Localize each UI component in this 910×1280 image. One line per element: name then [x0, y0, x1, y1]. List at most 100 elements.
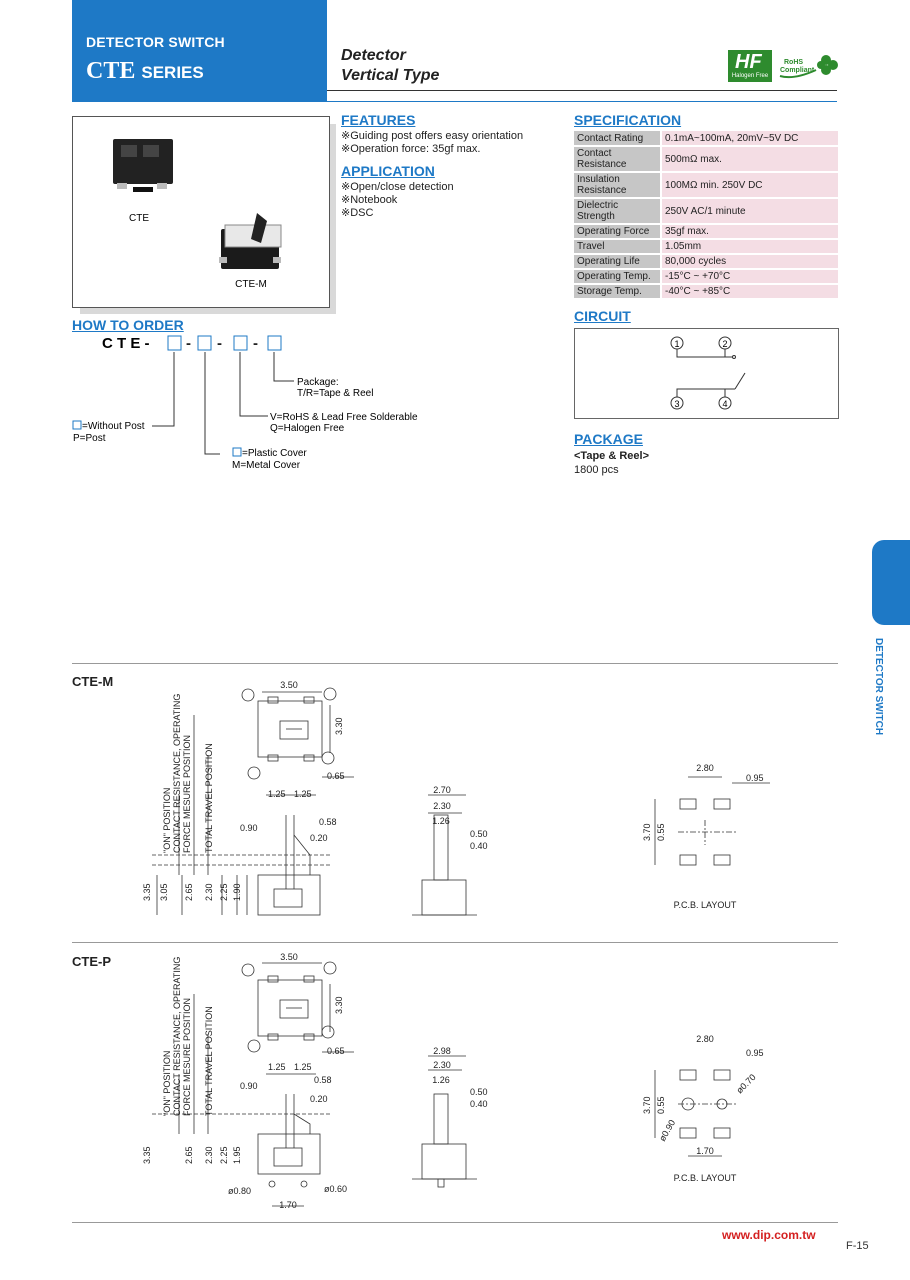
dim-label: 2.65: [184, 1146, 194, 1164]
dim-label: 3.70: [642, 823, 652, 841]
product-subtitle: Detector Vertical Type: [341, 46, 439, 86]
spec-key: Dielectric Strength: [574, 198, 662, 225]
pcb-layout-label: P.C.B. LAYOUT: [674, 900, 737, 910]
dim-label: 0.90: [240, 823, 258, 833]
spec-key: Operating Life: [574, 254, 662, 270]
feature-item: ※Guiding post offers easy orientation: [341, 130, 524, 142]
dim-label: 3.35: [142, 1146, 152, 1164]
dim-label: 1.26: [432, 816, 450, 826]
application-item: ※DSC: [341, 207, 374, 219]
features-heading: FEATURES: [341, 112, 416, 128]
spec-value: 100MΩ min. 250V DC: [661, 172, 838, 199]
dim-label: 3.70: [642, 1096, 652, 1114]
dim-label: FORCE MESURE POSITION: [182, 735, 192, 853]
order-cover-2: M=Metal Cover: [232, 460, 301, 471]
dim-label: TOTAL TRAVEL POSITION: [204, 1006, 214, 1116]
dim-label: 0.95: [746, 1048, 764, 1058]
dim-label: 1.25: [294, 1062, 312, 1072]
series-word: SERIES: [141, 63, 204, 82]
dim-label: FORCE MESURE POSITION: [182, 998, 192, 1116]
dim-label: TOTAL TRAVEL POSITION: [204, 743, 214, 853]
order-post-2: P=Post: [73, 433, 106, 444]
halogen-free-logo: HF Halogen Free: [728, 50, 772, 82]
cte-m-title: CTE-M: [72, 674, 113, 689]
spec-value: 35gf max.: [661, 224, 838, 240]
rohs-logo: RoHS Compliant: [776, 50, 838, 82]
spec-key: Insulation Resistance: [574, 172, 662, 199]
dim-label: 0.58: [314, 1075, 332, 1085]
divider: [72, 1222, 838, 1223]
cte-p-drawing: CTE-P: [72, 944, 838, 1220]
dim-label: 0.50: [470, 829, 488, 839]
dim-label: 1.90: [232, 883, 242, 901]
circuit-pin-3: 3: [674, 399, 679, 409]
dim-label: 0.50: [470, 1087, 488, 1097]
features-list: ※Guiding post offers easy orientation ※O…: [341, 130, 523, 156]
package-type: <Tape & Reel>: [574, 450, 649, 462]
spec-key: Travel: [574, 239, 662, 255]
spec-row: Storage Temp.-40°C ~ +85°C: [574, 284, 838, 300]
dim-label: 2.98: [433, 1046, 451, 1056]
hf-mark: HF: [735, 51, 762, 73]
dim-label: 2.25: [219, 883, 229, 901]
divider: [72, 663, 838, 664]
svg-text:-: -: [253, 335, 258, 352]
dim-label: 0.40: [470, 1099, 488, 1109]
dim-label: 1.70: [279, 1200, 297, 1210]
header-rule: [327, 90, 837, 91]
dim-label: 0.65: [327, 1046, 345, 1056]
rohs-line1: RoHS: [784, 59, 803, 66]
dim-label: 2.80: [696, 1034, 714, 1044]
dim-label: 0.55: [656, 823, 666, 841]
spec-row: Operating Temp.-15°C ~ +70°C: [574, 269, 838, 285]
dim-label: 0.65: [327, 771, 345, 781]
circuit-pin-2: 2: [722, 339, 727, 349]
ctem-switch-image: [219, 213, 282, 269]
feature-item: ※Operation force: 35gf max.: [341, 143, 481, 155]
dim-label: 3.05: [159, 883, 169, 901]
order-rohs-1: V=RoHS & Lead Free Solderable: [270, 412, 418, 423]
dim-label: 1.25: [268, 789, 286, 799]
dim-label: "ON" POSITION: [162, 1051, 172, 1116]
series-title: CTE SERIES: [86, 58, 204, 85]
circuit-heading: CIRCUIT: [574, 308, 631, 324]
dim-label: 2.80: [696, 763, 714, 773]
hf-caption: Halogen Free: [731, 73, 769, 79]
circuit-pin-1: 1: [674, 339, 679, 349]
dim-label: 1.95: [232, 1146, 242, 1164]
dim-label: 0.58: [319, 817, 337, 827]
spec-key: Contact Resistance: [574, 146, 662, 173]
how-to-order-heading: HOW TO ORDER: [72, 317, 184, 333]
divider: [72, 942, 838, 943]
dim-label: ø0.90: [657, 1118, 677, 1143]
subtitle-line1: Detector: [341, 47, 406, 64]
dim-label: 1.70: [696, 1146, 714, 1156]
dim-label: 2.30: [433, 801, 451, 811]
dim-label: ø0.80: [228, 1186, 251, 1196]
page-number: F-15: [846, 1240, 869, 1252]
spec-key: Operating Temp.: [574, 269, 662, 285]
dim-label: 3.50: [280, 680, 298, 690]
rohs-line2: Compliant: [780, 67, 815, 74]
pcb-layout-label: P.C.B. LAYOUT: [674, 1173, 737, 1183]
spec-value: 0.1mA~100mA, 20mV~5V DC: [661, 131, 838, 147]
package-heading: PACKAGE: [574, 431, 643, 447]
footer-url[interactable]: www.dip.com.tw: [722, 1228, 816, 1242]
spec-value: 500mΩ max.: [661, 146, 838, 173]
series-code: CTE: [86, 58, 136, 84]
dim-label: 2.25: [219, 1146, 229, 1164]
spec-key: Contact Rating: [574, 131, 662, 147]
cte-p-title: CTE-P: [72, 954, 111, 969]
dim-label: 1.25: [294, 789, 312, 799]
svg-text:-: -: [217, 335, 222, 352]
side-label: DETECTOR SWITCH: [872, 635, 888, 785]
order-code-prefix: C T E -: [102, 335, 150, 352]
dim-label: 0.20: [310, 833, 328, 843]
